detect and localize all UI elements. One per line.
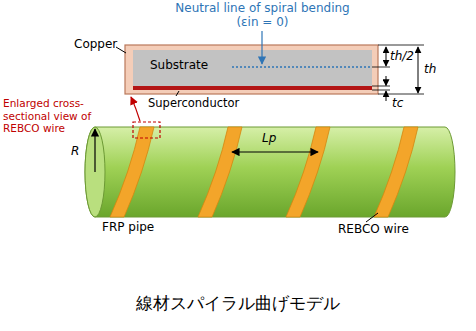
frp-pipe [85,127,455,217]
neutral-line [232,66,372,68]
dimension-label: R [71,144,79,158]
callout-note: Enlarged cross-sectional view of REBCO w… [3,97,115,135]
rebco-spiral [110,127,418,217]
layer-name: Substrate [150,58,372,72]
pitch-arrow [232,151,318,152]
dimension-arrow [386,91,387,101]
dimension-arrow [386,76,387,86]
dimension-lines [372,45,424,94]
neutral-arrow [261,31,262,64]
rebco-stripe [110,127,154,217]
dimension-label: Lp [262,131,276,145]
rebco-stripe [286,127,330,217]
dimension-label: th [424,62,436,76]
enlarge-arrow [131,97,140,121]
enlarge-box [133,122,160,138]
substrate-layer: Substrate [133,50,372,86]
leader-line [176,91,179,96]
dimension-arrow [386,47,387,66]
superconductor-layer [133,86,372,90]
dimension-arrow [418,47,419,93]
leader-line [366,213,378,222]
part-label: Superconductor [148,96,239,110]
dimension-label: th/2 [390,49,414,63]
figure-caption: 線材スパイラル曲げモデル [0,292,476,315]
dimension-label: tc [392,96,403,110]
copper-layer [125,45,378,94]
part-label: Copper [74,37,117,51]
radius-arrow [94,129,95,172]
part-label: REBCO wire [338,222,409,236]
pipe-end [85,127,105,217]
part-label: FRP pipe [102,220,154,234]
rebco-stripe [198,127,242,217]
annotation: Neutral line of spiral bending (εin = 0) [165,1,360,29]
leader-line [116,47,126,53]
rebco-stripe [374,127,418,217]
